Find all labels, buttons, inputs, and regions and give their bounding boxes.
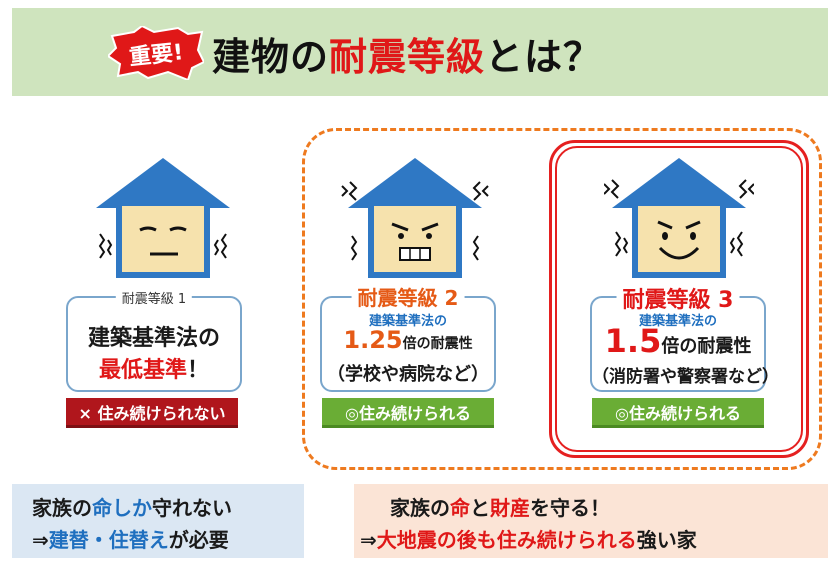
grade-2-caption: 耐震等級 2 <box>351 282 465 311</box>
summary-left-l2b: 建替・住替え <box>48 528 169 552</box>
house-calm-icon <box>88 150 238 280</box>
title-accent: 耐震等級 <box>329 34 486 79</box>
summary-right-l1b: 命 <box>450 496 470 520</box>
grade-2-sub: 建築基準法の <box>368 314 447 329</box>
grade-3-multiplier-row: 1.5倍の耐震性 <box>592 322 764 360</box>
grade-2-card: 耐震等級 2 建築基準法の 1.25倍の耐震性 （学校や病院など） <box>320 282 496 392</box>
grade-1-caption: 耐震等級 1 <box>115 288 193 307</box>
summary-left-line2: ⇒建替・住替えが必要 <box>32 524 324 553</box>
grade-3-sub: 建築基準法の <box>638 314 717 329</box>
summary-left-l1a: 家族の <box>32 496 92 520</box>
summary-grade-2-3: 家族の命と財産を守る！ ⇒大地震の後も住み続けられる強い家 <box>354 484 828 558</box>
grade-3-caption: 耐震等級 3 <box>616 282 740 314</box>
grade-3-multiplier: 1.5 <box>604 322 662 360</box>
grade-3-status-button[interactable]: ◎住み続けられる <box>592 398 764 428</box>
summary-left-l1c: 守れない <box>152 496 232 520</box>
burst-icon <box>106 24 206 82</box>
grade-2-examples: （学校や病院など） <box>327 364 489 385</box>
grade-2-3-group-frame <box>302 128 822 470</box>
page-title: 建物の 耐震等級 とは？ <box>212 26 602 80</box>
grade-1-minimum-standard: 最低基準 <box>98 358 187 383</box>
grade-3-examples: （消防署や警察署など） <box>592 367 779 387</box>
shake-lines-icon <box>98 233 228 259</box>
grade-2-multiplier: 1.25 <box>343 326 403 354</box>
summary-right-line1: 家族の命と財産を守る！ <box>390 492 840 521</box>
grade-1-status-button[interactable]: × 住み続けられない <box>66 398 238 428</box>
summary-right-line2: ⇒大地震の後も住み続けられる強い家 <box>360 524 834 553</box>
summary-grade-1: 家族の命しか守れない ⇒建替・住替えが必要 <box>12 484 304 558</box>
summary-left-line1: 家族の命しか守れない <box>32 492 324 521</box>
summary-right-l1a: 家族の <box>390 496 450 520</box>
summary-right-l1d: 財産 <box>490 496 530 520</box>
summary-right-l2a: ⇒ <box>360 528 377 552</box>
summary-left-l2c: が必要 <box>168 528 229 552</box>
grade-3-highlight-frame-inner <box>555 146 803 452</box>
grade-3-multiplier-suffix: 倍の耐震性 <box>661 336 752 357</box>
important-badge: 重要! <box>106 24 206 82</box>
summary-left-l2a: ⇒ <box>32 528 49 552</box>
grade-1-exclaim: ！ <box>187 358 210 383</box>
summary-right-l2b: 大地震の後も住み続けられる <box>376 528 637 552</box>
house-frown-icon <box>340 150 490 280</box>
title-pre: 建物の <box>212 34 330 79</box>
grade-3-highlight-frame <box>549 140 809 458</box>
grade-1-line2: 最低基準！ <box>68 352 240 384</box>
grade-2-multiplier-row: 1.25倍の耐震性 <box>322 326 494 354</box>
summary-right-l2c: 強い家 <box>636 528 697 552</box>
summary-right-l1e: を守る！ <box>530 496 610 520</box>
summary-left-l1b: 命しか <box>92 496 152 520</box>
house-smile-icon <box>604 150 754 280</box>
badge-label: 重要! <box>128 40 185 71</box>
grade-2-status-button[interactable]: ◎住み続けられる <box>322 398 494 428</box>
grade-2-multiplier-suffix: 倍の耐震性 <box>402 336 473 352</box>
header-banner: 重要! 建物の 耐震等級 とは？ <box>12 8 828 96</box>
grade-1-card: 耐震等級 1 建築基準法の 最低基準！ <box>66 288 242 392</box>
title-post: とは？ <box>485 34 603 79</box>
grade-1-line1: 建築基準法の <box>87 326 220 351</box>
summary-right-l1c: と <box>470 496 490 520</box>
grade-3-card: 耐震等級 3 建築基準法の 1.5倍の耐震性 （消防署や警察署など） <box>590 282 779 392</box>
